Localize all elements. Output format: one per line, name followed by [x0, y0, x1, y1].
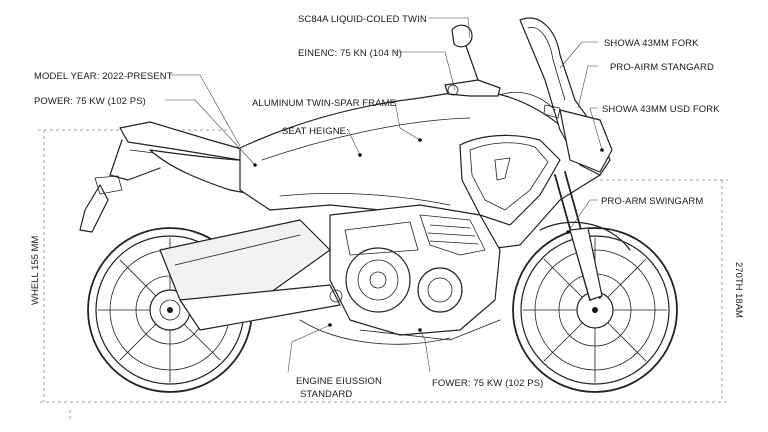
swingarm	[179, 284, 343, 331]
engine	[329, 204, 501, 336]
pro-arm-label: PRO-AIRM STANGARD	[610, 62, 714, 73]
lower-engine-guard	[359, 319, 501, 341]
leader-lines	[165, 17, 604, 373]
emission-label-line2: STANDARD	[300, 389, 352, 400]
overall-height-label: 270TH 18AM	[733, 262, 744, 318]
model-year-label: MODEL YEAR: 2022-PRESENT	[34, 71, 173, 82]
emission-label-line1: ENGINE EIUSSION	[296, 376, 382, 387]
wheelbase-label: WHELL 155 MM	[30, 236, 41, 305]
power-left-label: POWER: 75 KW (102 PS)	[34, 96, 146, 107]
tank-shroud	[459, 134, 561, 226]
front-wheel	[512, 227, 678, 393]
usd-fork-label: SHOWA 43MM USD FORK	[602, 104, 720, 115]
exhaust	[159, 219, 451, 345]
fork-label: SHOWA 43MM FORK	[604, 38, 699, 49]
engine-type-label: SC84A LIQUID-COLED TWIN	[298, 14, 427, 25]
fairing	[499, 17, 613, 176]
torque-label: EINENC: 75 KN (104 N)	[298, 48, 402, 59]
swingarm-label: PRO-ARM SWINGARM	[601, 196, 703, 207]
front-fork	[539, 171, 631, 301]
frame-label: ALUMINUM TWIN-SPAR FRAME	[252, 98, 396, 109]
seat-height-label: SEAT HEIGNE:	[282, 126, 349, 137]
mirror-handlebar	[444, 24, 501, 97]
power-bottom-label: FOWER: 75 KW (102 PS)	[432, 378, 543, 389]
